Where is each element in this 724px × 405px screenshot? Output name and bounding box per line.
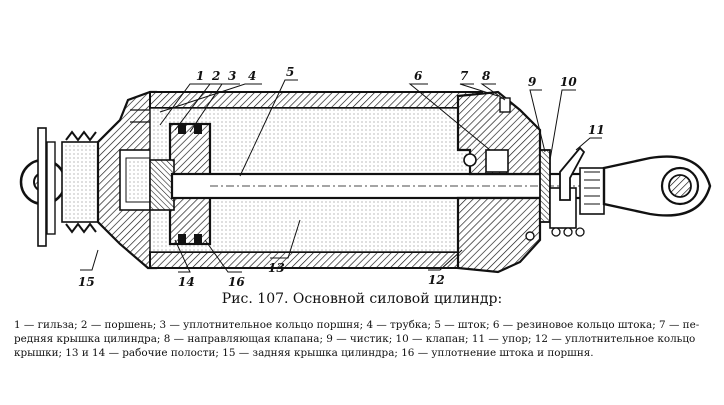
callout-11: 11 xyxy=(588,123,605,137)
callout-10: 10 xyxy=(560,75,577,89)
callout-13: 13 xyxy=(268,261,285,275)
callout-7: 7 xyxy=(460,69,469,83)
rear-eye-joint xyxy=(19,127,99,247)
legend-line-1: 1 — гильза; 2 — поршень; 3 — уплотнитель… xyxy=(14,319,700,331)
callout-3: 3 xyxy=(228,69,236,83)
callout-16: 16 xyxy=(228,275,245,289)
piston-rod xyxy=(170,172,604,200)
callout-4: 4 xyxy=(248,69,256,83)
leader-lines xyxy=(80,79,602,273)
callout-6: 6 xyxy=(414,69,423,83)
rear-cover xyxy=(96,90,158,270)
callout-9: 9 xyxy=(528,75,537,89)
legend-line-2: редняя крышка цилиндра; 8 — направляющая… xyxy=(14,333,696,345)
callout-numbers: 1 2 3 4 5 6 7 8 9 10 11 12 13 14 15 16 xyxy=(78,65,605,289)
callout-2: 2 xyxy=(211,69,220,83)
legend-line-3: крышки; 13 и 14 — рабочие полости; 15 — … xyxy=(14,347,594,359)
callout-14: 14 xyxy=(178,275,195,289)
callout-1: 1 xyxy=(196,69,204,83)
callout-8: 8 xyxy=(482,69,491,83)
callout-5: 5 xyxy=(286,65,294,79)
figure-legend: 1 — гильза; 2 — поршень; 3 — уплотнитель… xyxy=(14,318,712,360)
figure-caption: Рис. 107. Основной силовой цилиндр: xyxy=(221,291,503,307)
cylinder-drawing: 1 2 3 4 5 6 7 8 9 10 11 12 13 14 15 16 xyxy=(19,65,712,289)
stop xyxy=(559,146,605,215)
front-eye-joint xyxy=(602,155,712,217)
callout-12: 12 xyxy=(428,273,445,287)
callout-15: 15 xyxy=(78,275,95,289)
